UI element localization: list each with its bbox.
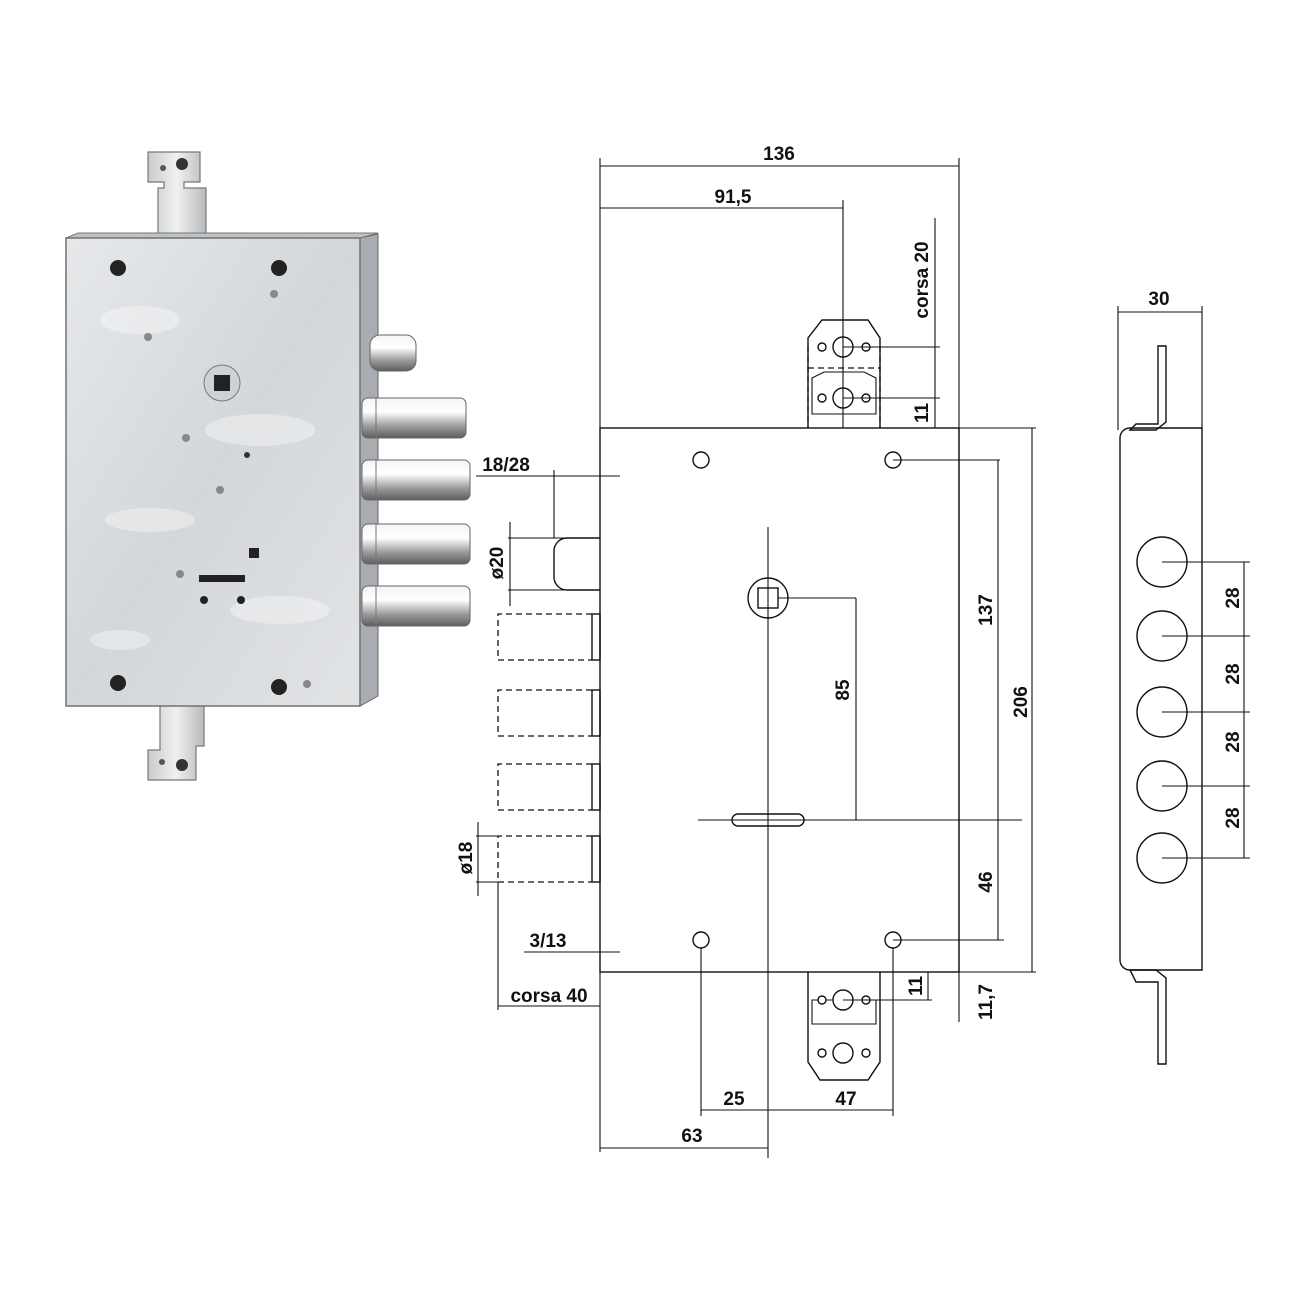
lock-illustration	[65, 151, 471, 781]
key-slot	[199, 575, 245, 582]
spindle-hub	[203, 364, 241, 402]
fixing-holes	[692, 451, 902, 949]
side-profile: 30 28 28 28 28	[1117, 289, 1250, 1065]
dim-total-height: 206	[1011, 686, 1032, 718]
latch-profile	[553, 537, 600, 591]
latch-bolt	[369, 334, 417, 372]
lock-body-outline	[599, 427, 960, 973]
top-bracket	[807, 319, 881, 428]
dim-25: 25	[723, 1089, 745, 1110]
cylinder-slot	[731, 813, 805, 827]
lock-case-plate	[65, 237, 361, 707]
dim-hole-spacing: 137	[976, 594, 997, 626]
dim-bolt-pitch-3: 28	[1223, 731, 1244, 752]
dim-bottom-bolt-travel: corsa 40	[510, 986, 587, 1007]
dim-bottom-edge: 11,7	[976, 984, 997, 1020]
cylindrical-bolts	[361, 397, 471, 627]
dim-bolt-pitch-2: 28	[1223, 663, 1244, 684]
dim-63: 63	[681, 1126, 702, 1147]
dim-bolt-projection: 3/13	[530, 931, 567, 952]
dim-top-plate-offset: 11	[912, 403, 933, 424]
dim-case-depth: 30	[1148, 289, 1169, 310]
front-elevation: 136 91,5 corsa 20 11 18/28 ø20 ø18 3/13 …	[456, 144, 1036, 1158]
deadbolts-dashed	[497, 613, 601, 883]
dim-backset-range: 18/28	[482, 455, 530, 476]
dim-bottom-plate-offset: 11	[906, 976, 927, 997]
bottom-mounting-tab	[147, 699, 205, 781]
dim-lower-offset: 46	[976, 871, 997, 892]
dim-bolt-pitch-4: 28	[1223, 807, 1244, 828]
dim-top-bolt-travel: corsa 20	[912, 241, 933, 318]
dim-spindle-offset: 91,5	[715, 187, 752, 208]
dim-deadbolt-diameter: ø18	[456, 842, 477, 875]
dim-overall-width: 136	[763, 144, 795, 165]
side-bolt-heads	[1136, 536, 1188, 884]
bottom-bracket	[807, 972, 881, 1081]
case-screws	[110, 260, 311, 695]
dim-bolt-pitch-1: 28	[1223, 587, 1244, 608]
dim-47: 47	[835, 1089, 856, 1110]
top-mounting-tab	[147, 151, 207, 235]
dimension-lines	[476, 158, 1036, 1152]
dim-bolt-diameter: ø20	[487, 547, 508, 580]
dim-center-distance: 85	[833, 679, 854, 701]
